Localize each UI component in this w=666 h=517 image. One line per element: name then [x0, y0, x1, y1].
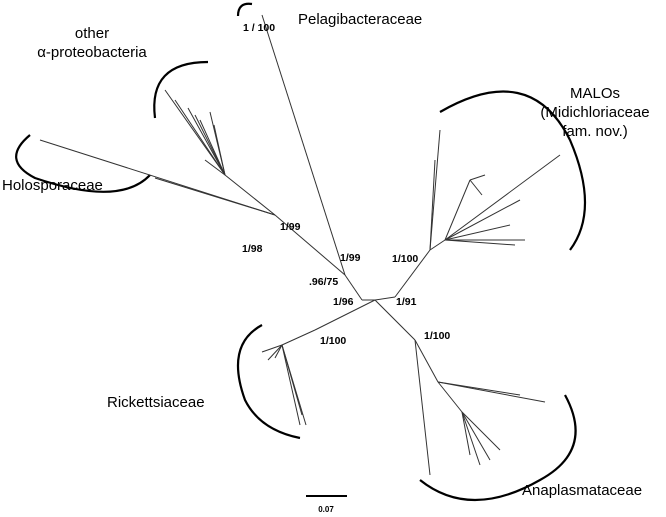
- holosporaceae-clade-arc: [15, 134, 151, 193]
- support-holosporaceae-node: 1/98: [242, 243, 263, 255]
- label-other-alpha-line1: other: [75, 25, 109, 42]
- label-holosporaceae: Holosporaceae: [2, 177, 103, 194]
- support-deep-node: .96/75: [309, 276, 338, 288]
- label-pelagibacteraceae: Pelagibacteraceae: [298, 11, 422, 28]
- rickettsiaceae-clade-arc: [237, 324, 301, 440]
- other-alpha-clade-arc: [153, 60, 209, 119]
- tree-branches: [39, 14, 561, 476]
- support-central-node: 1/96: [333, 296, 354, 308]
- support-malos-node: 1/100: [392, 253, 418, 265]
- label-malos-line1: MALOs: [570, 85, 620, 102]
- support-anaplasmataceae-node: 1/100: [424, 330, 450, 342]
- anaplasmataceae-clade-arc: [419, 394, 577, 502]
- support-pelagi-node: 1/99: [340, 252, 361, 264]
- scale-bar-label: 0.07: [318, 505, 334, 514]
- support-alpha-node: 1/99: [280, 221, 301, 233]
- label-other-alpha-line2: α-proteobacteria: [37, 44, 147, 61]
- scale-bar: 0.07: [306, 495, 347, 514]
- label-malos-line3: fam. nov.): [562, 123, 628, 140]
- support-right-node: 1/91: [396, 296, 417, 308]
- label-malos-line2: (Midichloriaceae: [540, 104, 649, 121]
- label-rickettsiaceae: Rickettsiaceae: [107, 394, 205, 411]
- support-rickettsiaceae-node: 1/100: [320, 335, 346, 347]
- label-anaplasmataceae: Anaplasmataceae: [522, 482, 642, 499]
- malos-clade-arc: [439, 90, 586, 251]
- pelagibacteraceae-clade-arc: [236, 2, 253, 17]
- support-pelagibacteraceae: 1 / 100: [243, 22, 275, 34]
